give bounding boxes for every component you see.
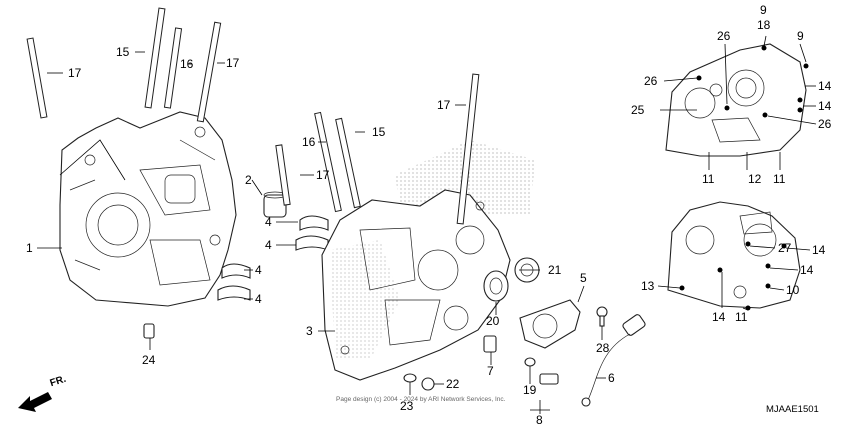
callout-16: 16 <box>180 57 194 71</box>
callout-14: 14 <box>800 263 814 277</box>
switch-7[interactable] <box>483 335 497 353</box>
callout-26: 26 <box>818 117 832 131</box>
callout-14: 14 <box>818 99 832 113</box>
callout-12: 12 <box>748 172 762 186</box>
dowel-pin-24[interactable] <box>143 323 155 339</box>
callout-13: 13 <box>641 279 655 293</box>
callout-4: 4 <box>265 238 272 252</box>
callout-1: 1 <box>26 241 33 255</box>
left-crankcase[interactable] <box>59 111 237 307</box>
front-arrow-icon <box>18 392 52 412</box>
washer-19[interactable] <box>524 357 536 367</box>
callout-19: 19 <box>523 383 537 397</box>
callout-5: 5 <box>580 271 587 285</box>
callout-21: 21 <box>548 263 562 277</box>
callout-20: 20 <box>486 314 500 328</box>
callout-24: 24 <box>142 353 156 367</box>
diagram-code: MJAAE1501 <box>766 404 819 415</box>
callout-2: 2 <box>245 173 252 187</box>
guide-plate-5[interactable] <box>519 299 581 349</box>
crankcase-outline-top[interactable] <box>665 43 809 157</box>
callout-labels: 1 17 15 16 17 2 4 4 4 4 24 17 16 15 17 3… <box>26 3 832 425</box>
callout-18: 18 <box>757 18 771 32</box>
callout-16: 16 <box>302 135 316 149</box>
callout-11: 11 <box>735 310 748 324</box>
callout-22: 22 <box>446 377 460 391</box>
callout-28: 28 <box>596 341 610 355</box>
callout-9: 9 <box>797 29 804 43</box>
callout-15: 15 <box>116 45 130 59</box>
crankcase-outline-bottom[interactable] <box>667 201 801 311</box>
bolt-22[interactable] <box>421 377 435 391</box>
callout-10: 10 <box>786 283 800 297</box>
callout-25: 25 <box>631 103 645 117</box>
oil-seal-20[interactable] <box>483 270 509 302</box>
callout-8: 8 <box>536 413 543 425</box>
callout-14: 14 <box>712 310 726 324</box>
callout-14: 14 <box>818 79 832 93</box>
callout-17: 17 <box>68 66 82 80</box>
callout-27: 27 <box>778 241 792 255</box>
stud-bolts-left[interactable] <box>26 7 222 123</box>
leader-lines <box>37 35 817 414</box>
washer-23[interactable] <box>403 373 417 383</box>
stud-bolts-right[interactable] <box>275 73 480 225</box>
callout-26: 26 <box>644 74 658 88</box>
copyright-notice: Page design (c) 2004 - 2024 by ARI Netwo… <box>336 396 506 403</box>
callout-6: 6 <box>608 371 615 385</box>
callout-9: 9 <box>760 3 767 17</box>
callout-4: 4 <box>265 215 272 229</box>
sensor-wire-6[interactable] <box>581 314 646 407</box>
callout-7: 7 <box>487 364 494 378</box>
callout-4: 4 <box>255 263 262 277</box>
callout-11: 11 <box>773 172 786 186</box>
callout-17: 17 <box>316 168 330 182</box>
callout-15: 15 <box>372 125 386 139</box>
dowel-pin-2[interactable] <box>263 191 287 218</box>
callout-17: 17 <box>226 56 240 70</box>
bolt-28[interactable] <box>596 306 608 327</box>
callout-26: 26 <box>717 29 731 43</box>
callout-23: 23 <box>400 399 414 413</box>
callout-4: 4 <box>255 292 262 306</box>
callout-11: 11 <box>702 172 715 186</box>
sensor-8[interactable] <box>539 373 559 385</box>
bearing-halves-4[interactable] <box>217 215 329 301</box>
callout-14: 14 <box>812 243 826 257</box>
callout-3: 3 <box>306 324 313 338</box>
callout-17: 17 <box>437 98 451 112</box>
